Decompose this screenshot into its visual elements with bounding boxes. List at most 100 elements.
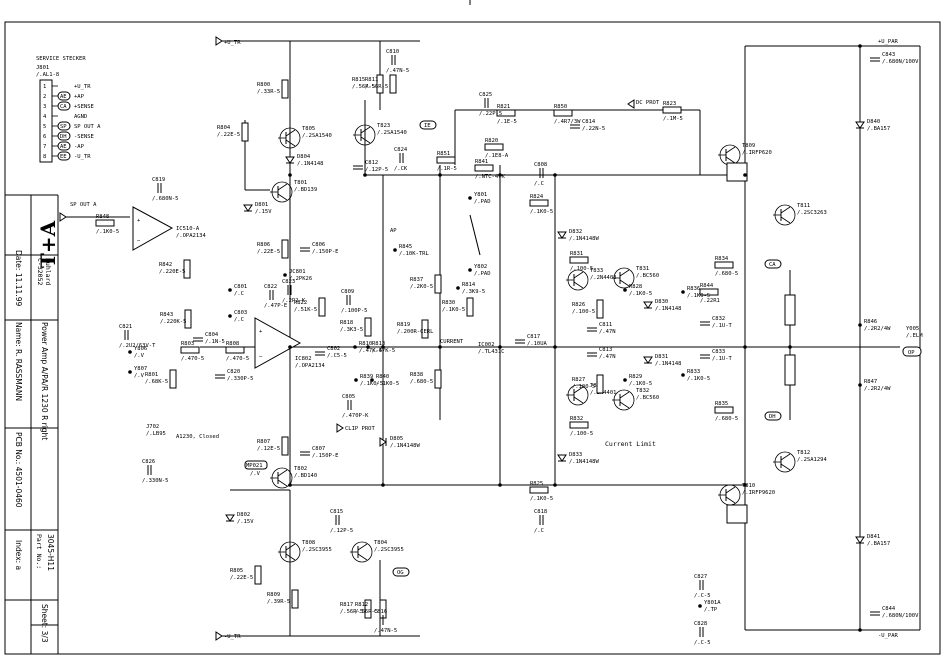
pin-number: 8 [43, 154, 46, 160]
part-value: /.2PK26 [289, 276, 312, 282]
resistor-value: /.220K-5 [160, 319, 187, 325]
resistor-r827: R827/.100-5 [572, 374, 604, 394]
junction-dot [288, 483, 292, 487]
resistor-ref: R826 [572, 302, 585, 308]
capacitor-c822: C822/.47P-E [264, 284, 287, 309]
capacitor-value: /.47P-E [264, 303, 287, 309]
capacitor-ref: C804 [205, 332, 219, 338]
capacitor-ref: C807 [312, 446, 325, 452]
part-value: /.V [134, 373, 145, 379]
capacitor-value: /.12P-5 [365, 167, 388, 173]
transistor-value: /.2SC3955 [374, 547, 404, 553]
pin-number: 2 [43, 94, 46, 100]
resistor-r842: R842/.220E-5 [159, 259, 191, 279]
resistor-ref: R819 [397, 322, 410, 328]
diode-ref: D831 [655, 354, 668, 360]
part-value: /.1K0-5 [687, 376, 710, 382]
part-value: /.TP [704, 607, 718, 613]
resistor-r821: R821/.1E-5 [496, 104, 517, 125]
resistor-ref: R837 [410, 277, 423, 283]
connector-ref: J801 [36, 65, 49, 71]
resistor-value: /.470-5 [226, 356, 249, 362]
ic510-val: /.OPA2134 [176, 233, 206, 239]
part-c801: C801/.C [228, 284, 247, 297]
capacitor-value: /.C-5 [694, 593, 711, 599]
resistor-value: /.51K-5 [294, 307, 317, 313]
capacitor-c812: C812/.12P-5 [353, 160, 388, 173]
resistor-ref: R820 [485, 138, 498, 144]
diode-value: /.1N4148 [655, 361, 682, 367]
resistor-value: /.4R7/3W [554, 119, 581, 125]
capacitor-c817: C817/.10UA [515, 334, 548, 347]
jumper-ref: J702 [146, 424, 159, 430]
resistor-value: /.56R-5 [340, 609, 363, 615]
resistor-ref: R825 [530, 481, 543, 487]
junction-dot [553, 483, 557, 487]
diode-d802: D802/.15V [225, 512, 254, 525]
rail-minus-upar: -U_PAR [878, 633, 899, 639]
part-value: /.1K0-5 [360, 381, 383, 387]
resistor-ref: R830 [442, 300, 455, 306]
part-r845: R845/.10K-TRL [393, 244, 429, 257]
transistor-ref: T832 [636, 388, 649, 394]
dc-prot-label: DC PROT [636, 100, 660, 106]
part-r810: R810/.47K-5 [353, 341, 382, 354]
power-resistor-r846 [784, 294, 796, 326]
capacitor-value: /.1U-T [712, 356, 733, 362]
pin-number: 6 [43, 134, 46, 140]
resistor-ref: R835 [715, 401, 728, 407]
part-value: /.PAD [474, 271, 491, 277]
pin-label: +U_TR [74, 84, 91, 90]
resistor-value: /.1K0-5 [442, 307, 465, 313]
opamp-ic802 [254, 317, 302, 369]
part-ref: R828 [629, 284, 642, 290]
capacitor-value: /.12P-5 [330, 528, 353, 534]
diode-value: /.BA157 [867, 126, 890, 132]
part-ref: R840 [376, 374, 389, 380]
resistor-r801: R801/.68K-5 [145, 369, 177, 389]
capacitor-value: /.C5-5 [327, 353, 347, 359]
part-value: /.PAD [474, 199, 491, 205]
part-ref: R836 [687, 286, 700, 292]
junction-dot [438, 345, 442, 349]
resistor-r808: R808/.470-5 [225, 341, 249, 362]
part-y807: Y807/.V [128, 366, 147, 379]
current-label: CURRENT [440, 339, 464, 345]
capacitor-ref: C820 [227, 369, 240, 375]
capacitor-value: /.330P-5 [227, 376, 254, 382]
junction-dot [498, 483, 502, 487]
transistor-value: /.2SC3955 [302, 547, 332, 553]
capacitor-c826: C826/.330N-5 [142, 459, 169, 484]
resistor-r823: R823/.1M-5 [662, 101, 683, 122]
svg-text:+: + [137, 218, 141, 224]
part-y801: Y801/.PAD [468, 192, 491, 205]
part-r839: R839/.1K0-5 [354, 374, 383, 387]
transistor-ref: T804 [374, 540, 388, 546]
part-label: Part No.: [35, 534, 43, 569]
capacitor-value: /.2U2/63V-T [119, 343, 156, 349]
resistor-ref: R818 [340, 320, 353, 326]
transistor-t801: T801/.BD139 [270, 180, 317, 203]
capacitor-c808: C808/.C [534, 162, 547, 187]
part-ref: Y806 [134, 346, 147, 352]
resistor-ref: R806 [257, 242, 270, 248]
diode-ref: D801 [255, 202, 268, 208]
pin-tag: CA [60, 104, 67, 110]
resistor-ref: R841 [475, 159, 488, 165]
resistor-r851: R851/.1R-5 [436, 151, 457, 172]
capacitor-ref: C821 [119, 324, 132, 330]
diode-ref: D830 [655, 299, 668, 305]
part-value: /.C [234, 317, 244, 323]
capacitor-c807: C807/.150P-E [300, 446, 339, 459]
resistor-ref: R821 [497, 104, 510, 110]
capacitor-value: /.330N-5 [142, 478, 169, 484]
resistor-r817: R817/.56R-5 [340, 599, 372, 619]
diode-d840: D840/.BA157 [855, 119, 890, 132]
capacitor-ref: C828 [694, 621, 707, 627]
diode-d831: D831/.1N4148 [643, 354, 682, 367]
part-ref: R839 [360, 374, 373, 380]
